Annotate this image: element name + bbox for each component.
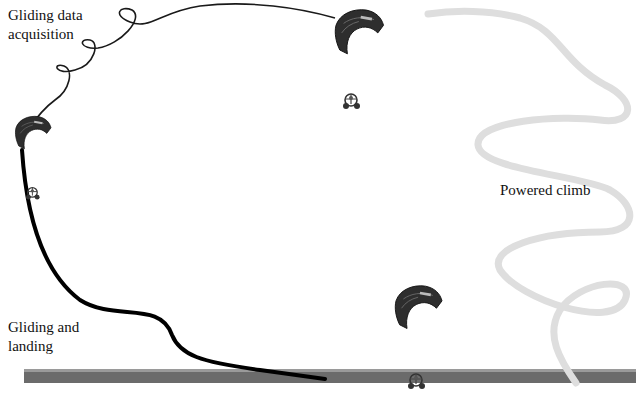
paramotor-trike xyxy=(343,94,360,109)
paraglider-kite xyxy=(335,10,383,54)
phase-label: Gliding data acquisition xyxy=(8,6,108,44)
paraglider-kite xyxy=(395,286,442,329)
phase-label: Powered climb xyxy=(500,181,630,200)
phase-label: Gliding and landing xyxy=(8,318,103,356)
paramotor-trike xyxy=(408,374,425,389)
paraglider-kite xyxy=(15,116,51,148)
ground-edge xyxy=(24,369,636,372)
paramotor-trike xyxy=(26,188,40,200)
glide-landing-path xyxy=(22,150,325,379)
ground-bar xyxy=(24,369,636,383)
powered-climb-path xyxy=(428,11,630,383)
